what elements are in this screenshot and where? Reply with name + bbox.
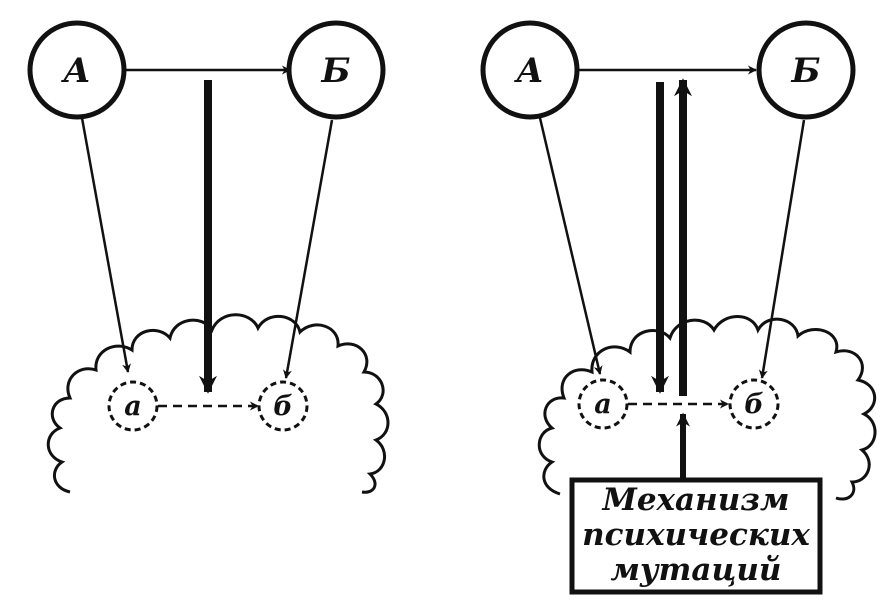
right-arrow-A-to-a xyxy=(538,117,603,375)
right-cloud-outline xyxy=(537,315,877,501)
right-arrow-B-to-b xyxy=(758,119,806,379)
left-cloud-outline xyxy=(46,313,390,494)
left-arrow-A-to-a xyxy=(80,117,131,373)
right-node-B-label: Б xyxy=(790,51,820,91)
left-node-b-label: б xyxy=(273,391,293,422)
right-node-b-label: б xyxy=(744,389,764,420)
left-node-A-label: А xyxy=(60,51,91,91)
mechanism-box-line-3: мутаций xyxy=(611,552,782,588)
left-node-a-label: а xyxy=(124,391,142,422)
left-node-a-circle xyxy=(107,380,159,432)
right-node-B-circle xyxy=(756,20,856,120)
mechanism-box xyxy=(569,477,823,595)
right-node-a-label: а xyxy=(594,389,612,420)
right-node-A-circle xyxy=(480,20,580,120)
mechanism-box-line-2: психических xyxy=(582,517,810,553)
right-panel: А Б а б Механизм психических мутаций xyxy=(480,20,877,595)
left-node-B-circle xyxy=(286,20,386,120)
left-node-A-circle xyxy=(27,20,127,120)
left-panel: А Б а б xyxy=(27,20,390,494)
right-node-b-circle xyxy=(728,378,780,430)
mechanism-box-line-1: Механизм xyxy=(602,482,790,518)
left-arrow-B-to-b xyxy=(282,119,334,379)
left-node-B-label: Б xyxy=(320,51,350,91)
right-node-a-circle xyxy=(577,378,629,430)
right-node-A-label: А xyxy=(513,51,544,91)
left-node-b-circle xyxy=(257,380,309,432)
